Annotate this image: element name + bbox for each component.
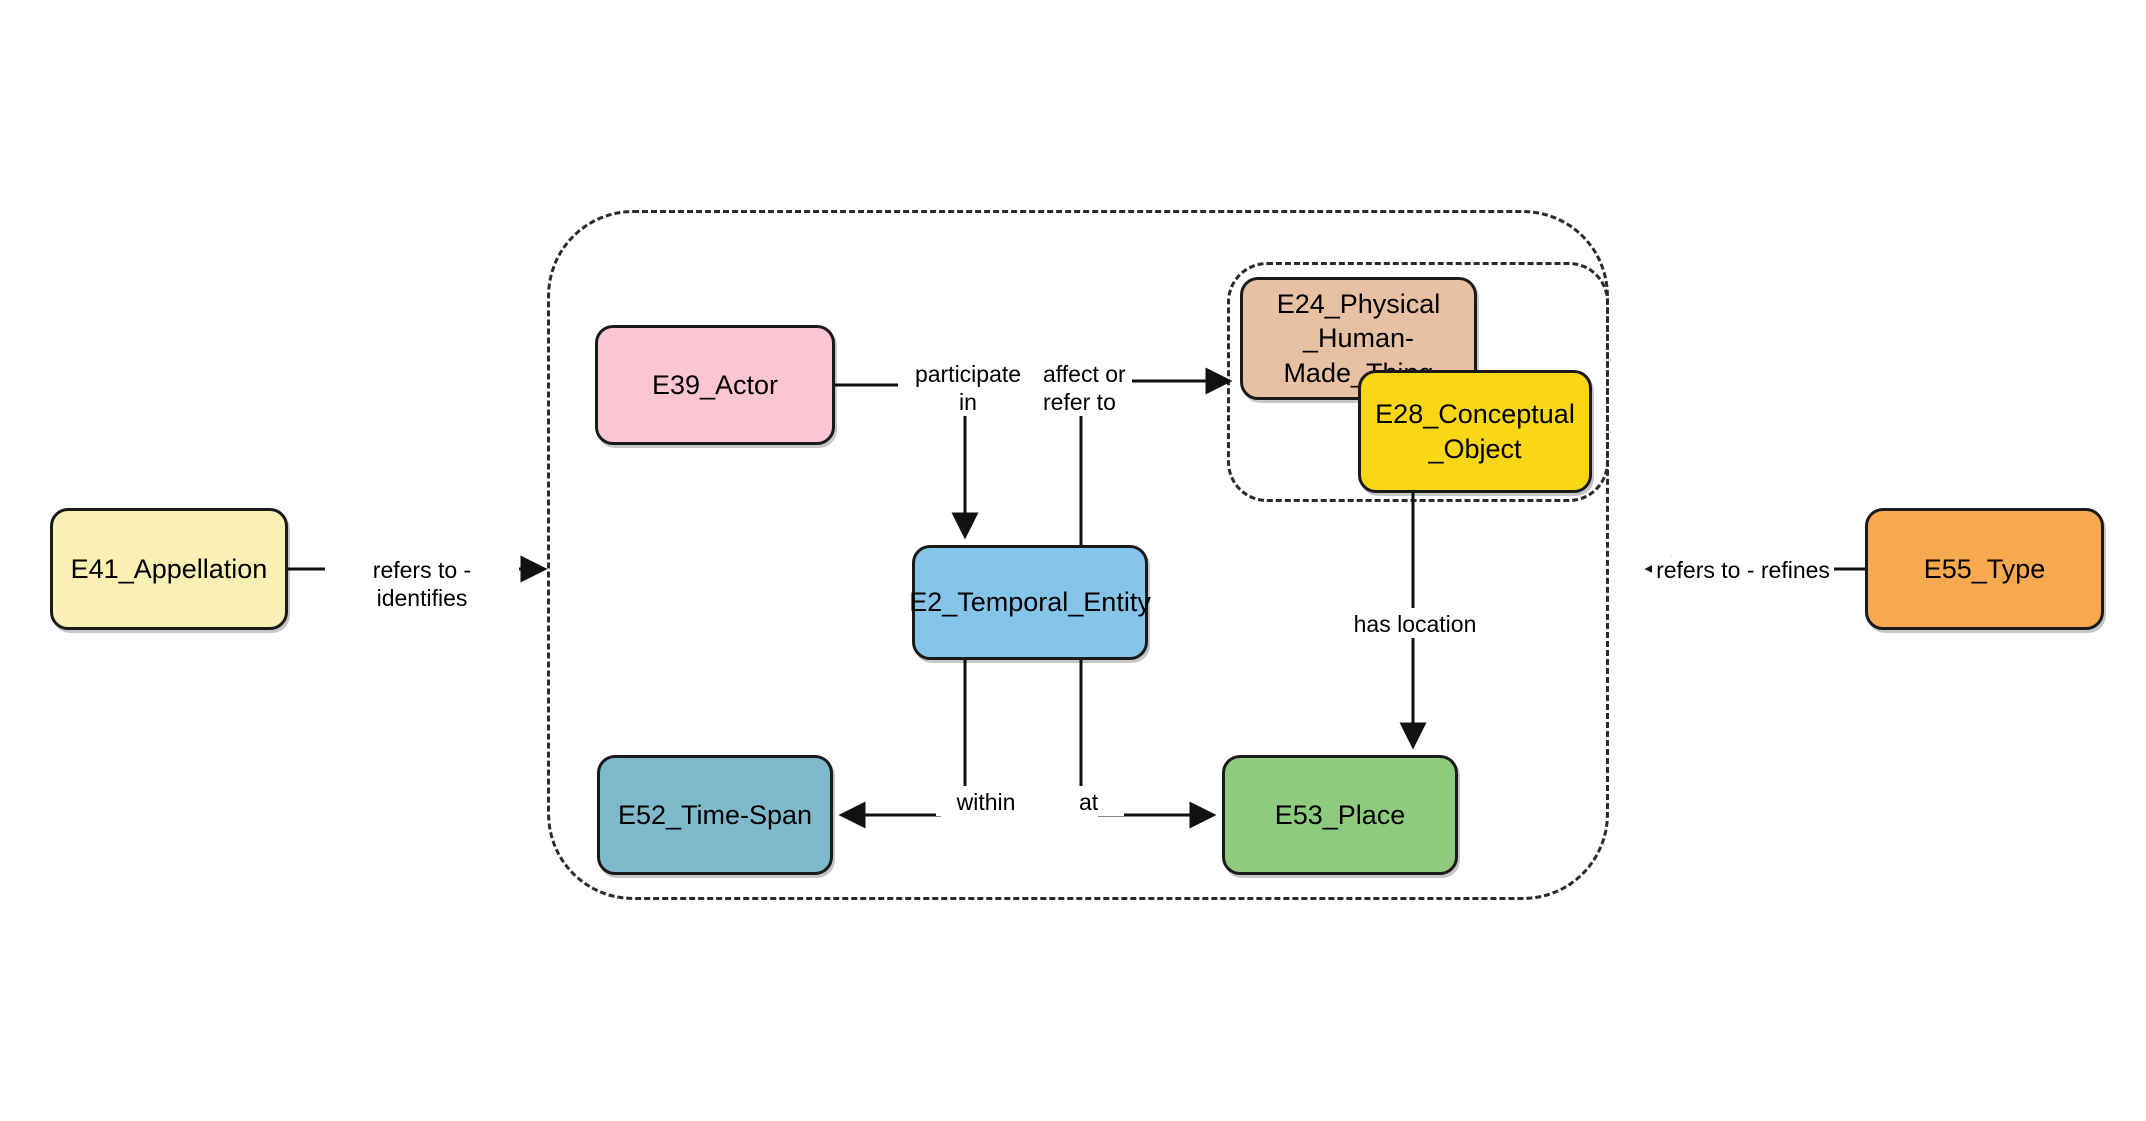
node-e41-label: E41_Appellation — [70, 553, 268, 584]
node-e39-actor[interactable]: E39_Actor — [595, 325, 835, 445]
node-e28-label: E28_Conceptual _Object — [1375, 398, 1575, 464]
node-e28-conceptual-object[interactable]: E28_Conceptual _Object — [1358, 370, 1592, 493]
edge-label-participate-in: participate in — [898, 360, 1038, 417]
node-e2-label: E2_Temporal_Entity — [909, 587, 1151, 618]
edge-label-within: within — [936, 788, 1036, 817]
edge-label-affect-or-refer-to: affect or refer to — [1040, 360, 1132, 417]
node-e53-place[interactable]: E53_Place — [1222, 755, 1458, 875]
node-e52-label: E52_Time-Span — [617, 799, 813, 830]
node-e2-temporal-entity[interactable]: E2_Temporal_Entity — [909, 545, 1151, 660]
node-e39-label: E39_Actor — [651, 369, 779, 400]
edge-label-refers-to-refines: refers to - refines — [1652, 556, 1834, 585]
node-e41-appellation[interactable]: E41_Appellation — [50, 508, 288, 630]
node-e52-time-span[interactable]: E52_Time-Span — [597, 755, 833, 875]
node-e55-type[interactable]: E55_Type — [1865, 508, 2104, 630]
node-e55-label: E55_Type — [1923, 553, 2046, 584]
edge-label-at: at — [1076, 788, 1124, 817]
edge-label-has-location: has location — [1319, 610, 1511, 639]
node-e53-label: E53_Place — [1274, 799, 1406, 830]
outer-dashed-group — [547, 210, 1609, 900]
edge-label-refers-to-identifies: refers to - identifies — [325, 556, 519, 613]
